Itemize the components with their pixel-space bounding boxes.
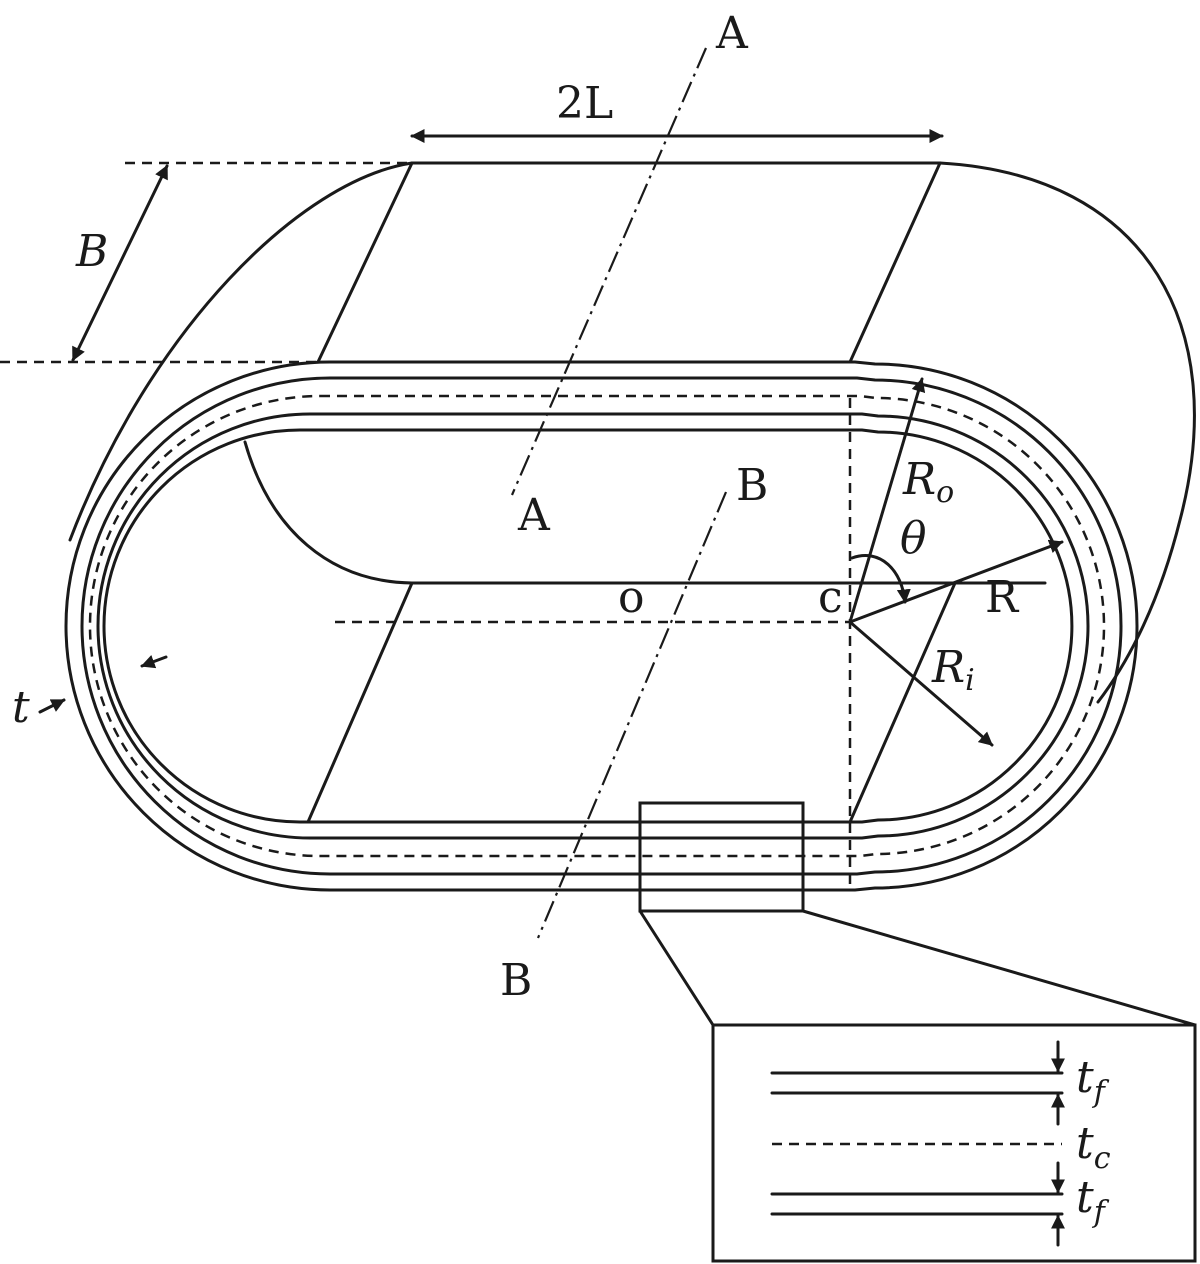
- inner-face-outer-line: [96, 412, 1090, 840]
- core-midline: [88, 394, 1106, 858]
- angle-arc: [850, 554, 911, 604]
- ring-front-face: [64, 360, 1139, 892]
- outer-face-outer-line: [64, 360, 1139, 892]
- reference-lines: [0, 161, 852, 888]
- zoom-connector-right: [801, 909, 1197, 1027]
- back-right-cap: [938, 161, 1196, 704]
- section-a-top-label: A: [715, 8, 749, 59]
- width-dimension-arrow: [71, 164, 169, 362]
- inner-face-inner-line: [102, 428, 1074, 824]
- section-line-a: [510, 47, 708, 496]
- generator-bottom-right: [848, 581, 957, 824]
- generator-top-left: [316, 161, 414, 364]
- section-a-bottom-label: A: [517, 490, 551, 541]
- labels: 2L B A A B B o c R θ Ro Ri t tf tc tf: [12, 8, 1111, 1230]
- radial-point-label: R: [985, 572, 1020, 623]
- thickness-label: t: [12, 682, 30, 733]
- dimension-arrows: [38, 129, 1064, 747]
- generator-top-right: [848, 161, 942, 364]
- zoom-connector-left: [638, 909, 715, 1027]
- zoom-source-box: [638, 801, 805, 913]
- width-label: B: [75, 226, 108, 277]
- origin-label: o: [618, 572, 645, 623]
- generator-bottom-left: [306, 581, 414, 824]
- zoom-detail-box: [711, 1023, 1197, 1263]
- thickness-arrow-inner: [140, 655, 168, 669]
- face-thickness-top-label: tf: [1076, 1052, 1110, 1110]
- face-thickness-bottom-label: tf: [1076, 1172, 1110, 1230]
- outer-face-inner-line: [80, 376, 1123, 876]
- radial-arrow: [848, 539, 1064, 624]
- section-b-top-label: B: [736, 460, 768, 511]
- section-lines: [510, 47, 728, 939]
- section-line-b: [536, 491, 728, 939]
- outer-radius-arrow: [848, 377, 926, 624]
- inner-radius-arrow: [848, 620, 994, 747]
- zoom-callout: [638, 801, 1197, 1263]
- section-b-bottom-label: B: [500, 955, 532, 1006]
- inner-left-curve: [243, 440, 414, 585]
- inner-radius-label: Ri: [931, 642, 975, 698]
- thickness-arrow-outer: [38, 698, 66, 714]
- outer-radius-label: Ro: [902, 454, 954, 510]
- angle-label: θ: [900, 513, 927, 564]
- back-left-cap: [68, 161, 414, 542]
- center-label: c: [818, 572, 843, 623]
- length-label: 2L: [556, 78, 613, 129]
- core-thickness-label: tc: [1076, 1118, 1111, 1176]
